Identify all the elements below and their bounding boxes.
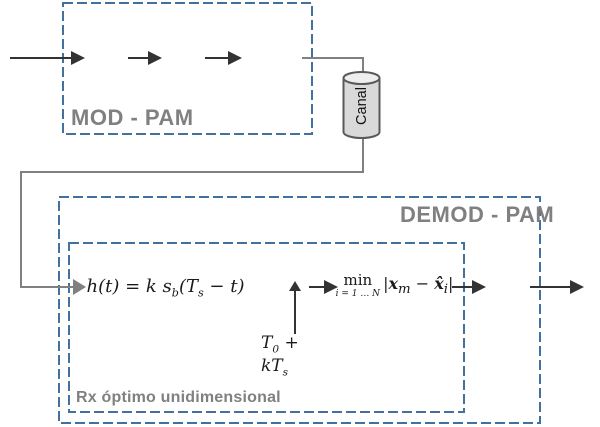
sampler-to-detector-arrowhead [324,280,338,294]
channel-path-drop-segment [20,171,22,288]
detector-min-operator: min i = 1 … N [335,271,381,299]
sampler-to-detector-arrow-line [309,286,326,288]
detector-box: min i = 1 … N |xm − x̂i| [335,264,454,308]
sampling-up-arrowhead [289,281,301,291]
mod-input-arrow-line [10,57,72,59]
channel-path-left-segment [20,171,364,173]
channel-path-into-rx-segment [20,286,73,288]
matched-filter-formula: h(t) = k sb(Ts − t) [86,275,245,300]
mod-stage-arrow-2-line [205,57,229,59]
demod-output-arrow-line [530,286,571,288]
mod-stage-arrow-1-line [128,57,149,59]
channel-path-top-segment [302,57,363,59]
canal-label: Canal [354,87,370,125]
sampling-clock-formula: T0 + kTs [261,333,299,378]
mod-stage-arrow-2-head [228,51,242,65]
channel-path-arrowhead [73,279,86,295]
canal-cylinder [342,71,381,139]
mod-input-arrowhead [71,51,85,65]
demod-output-arrowhead [570,280,584,294]
demod-pam-label: DEMOD - PAM [400,202,555,227]
rx-optimo-box [68,242,465,413]
detector-argument: |xm − x̂i| [383,274,454,298]
mod-pam-label: MOD - PAM [71,105,194,130]
detector-output-arrowhead [472,280,486,294]
mod-pam-box [62,2,313,135]
sampling-clock-box: T0 + kTs [261,333,328,378]
sampling-up-arrow-line [294,291,296,334]
rx-optimo-label: Rx óptimo unidimensional [76,389,281,406]
mod-stage-arrow-1-head [148,51,162,65]
matched-filter-box: h(t) = k sb(Ts − t) [86,267,245,308]
detector-output-arrow-line [452,286,473,288]
demod-pam-box [58,196,541,424]
